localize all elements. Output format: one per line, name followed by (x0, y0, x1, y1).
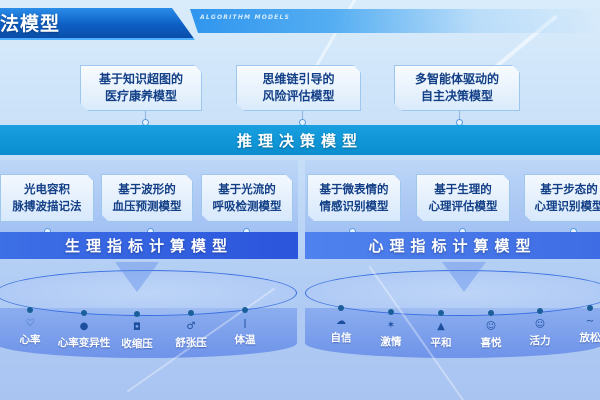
metric-temperature: ǀ 体温 (210, 307, 280, 347)
physio-disc-body (0, 308, 297, 358)
reasoning-band: 推理决策模型 (0, 125, 600, 155)
physiological-band: 生理指标计算模型 (0, 232, 298, 259)
metric-label: 放松 (579, 332, 600, 344)
psych-disc-top (305, 270, 600, 316)
metric-calm: ▲ 平和 (406, 310, 476, 350)
physio-card-ppg: 光电容积 脉搏波描记法 (0, 174, 94, 222)
diastolic-icon: ♂ (186, 321, 196, 332)
metric-label: 收缩压 (121, 338, 153, 350)
connector-line (459, 111, 460, 121)
connector-line (302, 111, 303, 121)
metric-dot (388, 309, 394, 315)
calm-icon: ▲ (437, 321, 445, 332)
card-text: 基于生理的 心理评估模型 (428, 182, 498, 213)
psychological-band: 心理指标计算模型 (305, 232, 600, 259)
psych-card-gait: 基于步态的 心理识别模型 (524, 174, 600, 222)
metric-dot (438, 310, 444, 316)
metric-label: 舒张压 (175, 337, 207, 349)
reasoning-card-multi-agent: 多智能体驱动的 自主决策模型 (394, 65, 520, 111)
connector-line (145, 111, 146, 121)
header-bar (0, 8, 195, 40)
metric-label: 活力 (529, 335, 551, 347)
physio-card-blood-pressure: 基于波形的 血压预测模型 (101, 174, 193, 222)
metric-hrv: ● 心率变异性 (49, 310, 119, 350)
metric-relax: ~ 放松 (555, 305, 600, 345)
metric-label: 平和 (430, 337, 452, 349)
metric-label: 心率 (19, 334, 41, 346)
metric-dot (81, 310, 87, 316)
down-arrow-icon (442, 262, 486, 292)
physio-card-respiration: 基于光流的 呼吸检测模型 (201, 174, 293, 222)
metric-diastolic: ♂ 舒张压 (156, 310, 226, 350)
reasoning-card-chain-of-thought: 思维链引导的 风险评估模型 (236, 65, 361, 111)
card-text: 基于波形的 血压预测模型 (112, 182, 182, 213)
metric-label: 激情 (380, 336, 402, 348)
metric-label: 喜悦 (480, 337, 502, 349)
card-text: 基于光流的 呼吸检测模型 (212, 182, 282, 213)
header-subtitle: ALGORITHM MODELS (200, 14, 291, 21)
metric-label: 心率变异性 (57, 337, 111, 349)
psych-card-physiological: 基于生理的 心理评估模型 (416, 174, 510, 222)
vitality-icon: ☺ (534, 319, 546, 330)
metric-heart-rate: ♡ 心率 (0, 307, 65, 347)
down-arrow-icon (115, 262, 159, 292)
metric-passion: ✶ 激情 (356, 309, 426, 349)
psych-card-micro-expression: 基于微表情的 情感识别模型 (307, 174, 401, 222)
heart-rate-icon: ♡ (25, 318, 35, 329)
metric-dot (587, 305, 593, 311)
metric-confidence: ☁ 自信 (306, 305, 376, 345)
joy-icon: ☺ (485, 321, 497, 332)
passion-icon: ✶ (386, 320, 396, 331)
card-text: 基于知识超图的 医疗康养模型 (98, 72, 183, 103)
metric-dot (537, 308, 543, 314)
metric-dot (134, 311, 140, 317)
systolic-icon: ◘ (133, 322, 141, 333)
metric-dot (488, 310, 494, 316)
card-text: 基于步态的 心理识别模型 (534, 182, 600, 213)
metric-dot (27, 307, 33, 313)
card-text: 思维链引导的 风险评估模型 (262, 72, 335, 103)
metric-dot (242, 307, 248, 313)
metric-label: 自信 (330, 332, 352, 344)
metric-dot (188, 310, 194, 316)
metric-systolic: ◘ 收缩压 (102, 311, 172, 351)
reasoning-card-knowledge-hypergraph: 基于知识超图的 医疗康养模型 (80, 65, 202, 111)
metric-vitality: ☺ 活力 (505, 308, 575, 348)
card-text: 基于微表情的 情感识别模型 (319, 182, 389, 213)
card-text: 光电容积 脉搏波描记法 (12, 182, 82, 213)
page-title: 法模型 (0, 13, 61, 35)
card-text: 多智能体驱动的 自主决策模型 (414, 72, 499, 103)
metric-dot (338, 305, 344, 311)
metric-label: 体温 (234, 334, 256, 346)
hrv-icon: ● (79, 321, 89, 332)
confidence-icon: ☁ (336, 316, 346, 327)
metric-joy: ☺ 喜悦 (456, 310, 526, 350)
psych-disc-body (305, 308, 600, 358)
header-subtitle-bar (190, 9, 600, 33)
thermometer-icon: ǀ (243, 318, 247, 329)
relax-icon: ~ (585, 316, 595, 327)
